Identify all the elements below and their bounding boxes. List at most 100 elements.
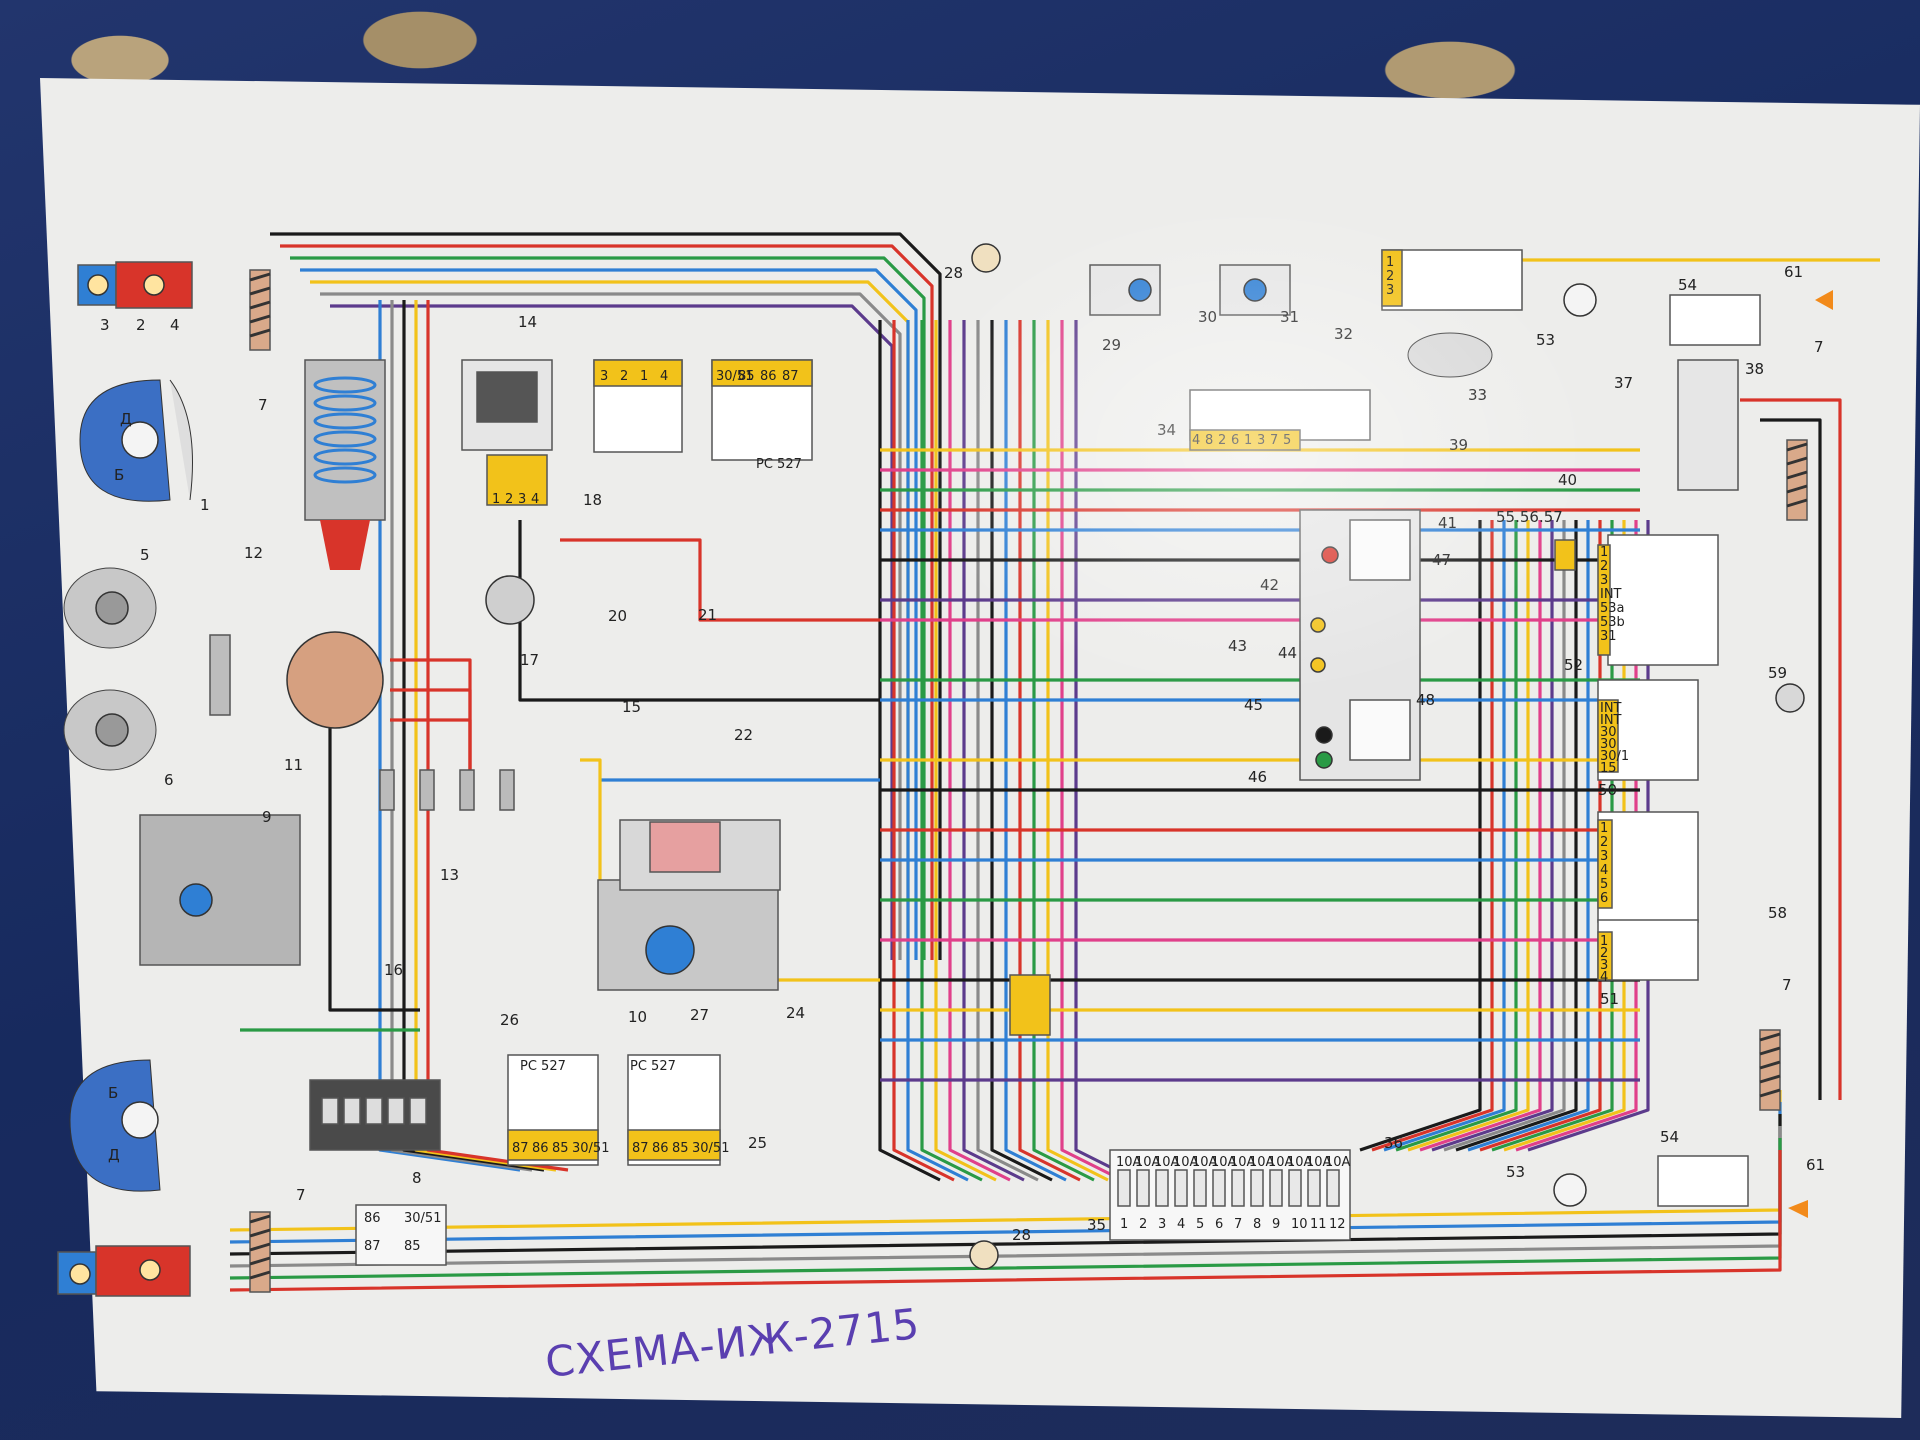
fuse-number: 9 xyxy=(1272,1217,1280,1232)
switch-pin-label: 15 xyxy=(1600,761,1617,776)
block-pin-label: 2 xyxy=(1386,269,1394,284)
component-number: 61 xyxy=(1806,1156,1825,1174)
distributor-cap xyxy=(286,631,384,729)
central-bundle-wire xyxy=(948,320,1011,1182)
component-number: 31 xyxy=(1280,308,1299,326)
relay-pin-label: 85 xyxy=(738,369,755,384)
relay-pin-label: 30/51 xyxy=(716,369,753,384)
fuse-number: 12 xyxy=(1329,1217,1346,1232)
fuse-icon xyxy=(1231,1169,1245,1207)
regulator-body xyxy=(476,371,538,423)
top-harness-wire xyxy=(330,304,894,960)
component-number: 26 xyxy=(500,1011,519,1029)
switch-pin-label: INT xyxy=(1600,587,1622,602)
fuse-rating: 10A xyxy=(1249,1155,1275,1170)
component-number: 28 xyxy=(944,264,963,282)
relay-pin-label: 30/51 xyxy=(404,1211,441,1226)
top-harness-wire xyxy=(280,244,934,960)
fuse-icon xyxy=(1250,1169,1264,1207)
switch-pin-label: 4 xyxy=(1600,970,1608,985)
component-number: 4 xyxy=(170,316,180,334)
fuse-number: 8 xyxy=(1253,1217,1261,1232)
relay-pin-label: 30/51 xyxy=(572,1141,609,1156)
central-bundle-wire xyxy=(892,320,955,1182)
right-edge-wire xyxy=(1740,398,1842,1100)
switch-51-pins xyxy=(1597,931,1613,981)
block-pin-label: 1 xyxy=(1386,255,1394,270)
washer-motor-armature-icon xyxy=(1243,278,1267,302)
fuse-icon xyxy=(1155,1169,1169,1207)
central-bundle-wire xyxy=(990,320,1053,1182)
indicator-lamp xyxy=(1321,546,1339,564)
connector-stripe xyxy=(249,272,271,282)
switch-pin-label: 30 xyxy=(1600,725,1617,740)
connector-block xyxy=(1759,1029,1781,1111)
fuse-icon xyxy=(1288,1169,1302,1207)
relay-pin-label: 87 xyxy=(632,1141,649,1156)
component-number: 48 xyxy=(1416,691,1435,709)
component-number: 28 xyxy=(1012,1226,1031,1244)
headlamp-bulb-icon xyxy=(121,421,159,459)
switch-block-34-pins xyxy=(1189,429,1301,451)
component-number: 53 xyxy=(1536,331,1555,349)
block-pin-label: 4 xyxy=(531,492,539,507)
component-number: 25 xyxy=(748,1134,767,1152)
radio-38 xyxy=(1677,359,1739,491)
relay-pin-label: 86 xyxy=(532,1141,549,1156)
lamp-letter: Б xyxy=(114,466,124,484)
fuse-rating: 10A xyxy=(1325,1155,1351,1170)
spark-plug-icon xyxy=(419,769,435,811)
central-bundle-wire xyxy=(1018,320,1081,1182)
connector-stripe xyxy=(1759,1046,1781,1056)
flasher-relay xyxy=(355,1204,447,1266)
relay-pin-label: 87 xyxy=(512,1141,529,1156)
battery-cell xyxy=(365,1097,383,1125)
component-number: 17 xyxy=(520,651,539,669)
switch-pin-label: 53a xyxy=(1600,601,1625,616)
connector-stripe xyxy=(1786,442,1808,452)
component-number: 2 xyxy=(136,316,146,334)
coil-base xyxy=(320,520,370,570)
component-number: 43 xyxy=(1228,637,1247,655)
right-bundle-wire xyxy=(1431,520,1554,1152)
component-number: 61 xyxy=(1784,263,1803,281)
component-number: 11 xyxy=(284,756,303,774)
component-number: 30 xyxy=(1198,308,1217,326)
switch-pin-label: 53b xyxy=(1600,615,1625,630)
connector-stripe xyxy=(249,314,271,324)
switch-50-pins xyxy=(1597,819,1613,909)
lamp-59-icon xyxy=(1775,683,1805,713)
horn-icon xyxy=(95,591,129,625)
fuse-number: 3 xyxy=(1158,1217,1166,1232)
heater-motor-33 xyxy=(1407,332,1493,378)
regulator-pins xyxy=(486,454,548,506)
connector-stripe xyxy=(249,300,271,310)
component-number: 39 xyxy=(1449,436,1468,454)
connector-stripe xyxy=(249,1242,271,1252)
lamp-54 xyxy=(1657,1155,1749,1207)
component-number: 54 xyxy=(1678,276,1697,294)
fuse-icon xyxy=(1326,1169,1340,1207)
component-number: 52 xyxy=(1564,656,1583,674)
fuse-icon xyxy=(1307,1169,1321,1207)
component-number: 8 xyxy=(412,1169,422,1187)
component-number: 41 xyxy=(1438,514,1457,532)
indicator-lamp xyxy=(1310,617,1326,633)
central-bundle-wire xyxy=(878,320,941,1182)
switch-pin-label: 2 xyxy=(1600,559,1608,574)
relay-pin-label: 86 xyxy=(652,1141,669,1156)
connector-block xyxy=(249,269,271,351)
component-number: 6 xyxy=(164,771,174,789)
component-number: 34 xyxy=(1157,421,1176,439)
fuse-icon xyxy=(1117,1169,1131,1207)
coil-winding xyxy=(313,394,377,412)
relay-pin-label: 86 xyxy=(364,1211,381,1226)
gauge-icon xyxy=(1349,519,1411,581)
component-number: 27 xyxy=(690,1006,709,1024)
fuse-rating: 10A xyxy=(1173,1155,1199,1170)
switch-pin-label: 4 xyxy=(1600,863,1608,878)
right-edge-wire xyxy=(1760,418,1822,1100)
headlamp-bulb-icon xyxy=(121,1101,159,1139)
fuse-number: 1 xyxy=(1120,1217,1128,1232)
